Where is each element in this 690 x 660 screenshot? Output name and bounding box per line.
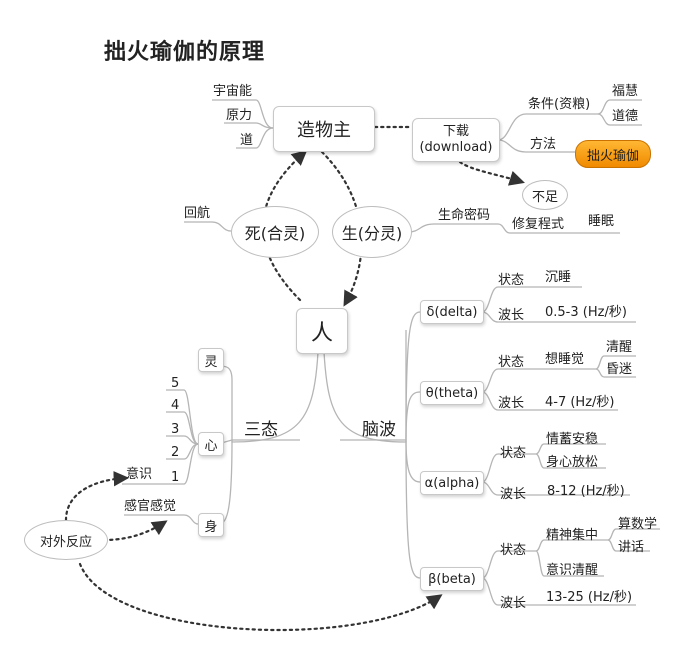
condition-label: 条件(资粮) bbox=[528, 97, 591, 112]
delta-node[interactable]: δ(delta) bbox=[420, 300, 484, 324]
heart-level: 1 bbox=[171, 470, 180, 485]
condition-item: 道德 bbox=[612, 109, 639, 124]
body-label: 身 bbox=[204, 519, 218, 535]
delta-freq-label: 波长 bbox=[498, 308, 525, 323]
method-item: 拙火瑜伽 bbox=[586, 148, 639, 164]
beta-state: 精神集中 bbox=[546, 528, 599, 543]
beta-substate: 讲话 bbox=[618, 540, 645, 555]
creator-node[interactable]: 造物主 bbox=[273, 106, 375, 152]
theta-state-label: 状态 bbox=[498, 355, 525, 370]
alpha-state-label: 状态 bbox=[500, 446, 527, 461]
delta-state-label: 状态 bbox=[498, 273, 525, 288]
external-reaction-node[interactable]: 对外反应 bbox=[24, 520, 108, 560]
creator-attribute: 道 bbox=[240, 133, 254, 148]
brainwaves-label: 脑波 bbox=[362, 420, 396, 440]
heart-level: 4 bbox=[171, 398, 180, 413]
heart-label: 心 bbox=[204, 438, 218, 454]
senses-label: 感官感觉 bbox=[124, 499, 177, 514]
insufficient-label: 不足 bbox=[531, 189, 558, 205]
theta-freq-label: 波长 bbox=[498, 396, 525, 411]
download-node[interactable]: 下载 (download) bbox=[412, 118, 500, 162]
beta-node[interactable]: β(beta) bbox=[420, 567, 484, 591]
three-states-label: 三态 bbox=[244, 420, 278, 440]
alpha-state: 情蓄安稳 bbox=[546, 432, 599, 447]
alpha-state: 身心放松 bbox=[546, 455, 599, 470]
heart-level: 5 bbox=[171, 376, 180, 391]
method-label: 方法 bbox=[530, 137, 557, 152]
beta-label: β(beta) bbox=[428, 571, 476, 587]
delta-state: 沉睡 bbox=[545, 270, 572, 285]
theta-state: 想睡觉 bbox=[545, 352, 585, 367]
heart-level: 3 bbox=[171, 422, 180, 437]
page-title: 拙火瑜伽的原理 bbox=[104, 40, 266, 65]
beta-state-label: 状态 bbox=[500, 543, 527, 558]
beta-freq-label: 波长 bbox=[500, 596, 527, 611]
beta-freq: 13-25 (Hz/秒) bbox=[546, 590, 633, 605]
delta-freq: 0.5-3 (Hz/秒) bbox=[545, 305, 627, 320]
spirit-label: 灵 bbox=[204, 354, 218, 370]
beta-substate: 算数学 bbox=[618, 517, 658, 532]
delta-label: δ(delta) bbox=[426, 304, 478, 320]
heart-node[interactable]: 心 bbox=[198, 432, 224, 456]
beta-state: 意识清醒 bbox=[546, 563, 599, 578]
download-label-en: (download) bbox=[419, 140, 493, 155]
human-node[interactable]: 人 bbox=[296, 308, 348, 354]
alpha-freq-label: 波长 bbox=[500, 487, 527, 502]
spirit-node[interactable]: 灵 bbox=[198, 348, 224, 372]
creator-attribute: 原力 bbox=[226, 108, 253, 123]
condition-item: 福慧 bbox=[612, 84, 639, 99]
theta-substate: 清醒 bbox=[606, 340, 633, 355]
download-label: 下载 bbox=[442, 124, 469, 139]
life-code-label: 生命密码 bbox=[438, 208, 491, 223]
return-label: 回航 bbox=[184, 206, 211, 221]
alpha-node[interactable]: α(alpha) bbox=[420, 471, 484, 495]
theta-substate: 昏迷 bbox=[606, 362, 633, 377]
repair-label: 修复程式 bbox=[512, 217, 565, 232]
death-label: 死(合灵) bbox=[244, 224, 306, 243]
alpha-label: α(alpha) bbox=[424, 475, 480, 491]
human-label: 人 bbox=[310, 321, 333, 346]
body-node[interactable]: 身 bbox=[198, 513, 224, 537]
creator-label: 造物主 bbox=[297, 120, 351, 141]
insufficient-node[interactable]: 不足 bbox=[522, 180, 568, 210]
birth-label: 生(分灵) bbox=[341, 224, 403, 243]
alpha-freq: 8-12 (Hz/秒) bbox=[547, 484, 625, 499]
external-reaction-label: 对外反应 bbox=[39, 534, 92, 550]
sleep-label: 睡眠 bbox=[588, 214, 615, 229]
theta-node[interactable]: θ(theta) bbox=[420, 381, 484, 405]
awareness-label: 意识 bbox=[126, 467, 153, 482]
death-node[interactable]: 死(合灵) bbox=[231, 206, 319, 258]
creator-attribute: 宇宙能 bbox=[213, 84, 253, 99]
theta-label: θ(theta) bbox=[425, 385, 479, 401]
kundalini-yoga-highlight[interactable]: 拙火瑜伽 bbox=[575, 140, 651, 168]
birth-node[interactable]: 生(分灵) bbox=[332, 206, 412, 258]
theta-freq: 4-7 (Hz/秒) bbox=[545, 395, 615, 410]
heart-level: 2 bbox=[171, 445, 180, 460]
